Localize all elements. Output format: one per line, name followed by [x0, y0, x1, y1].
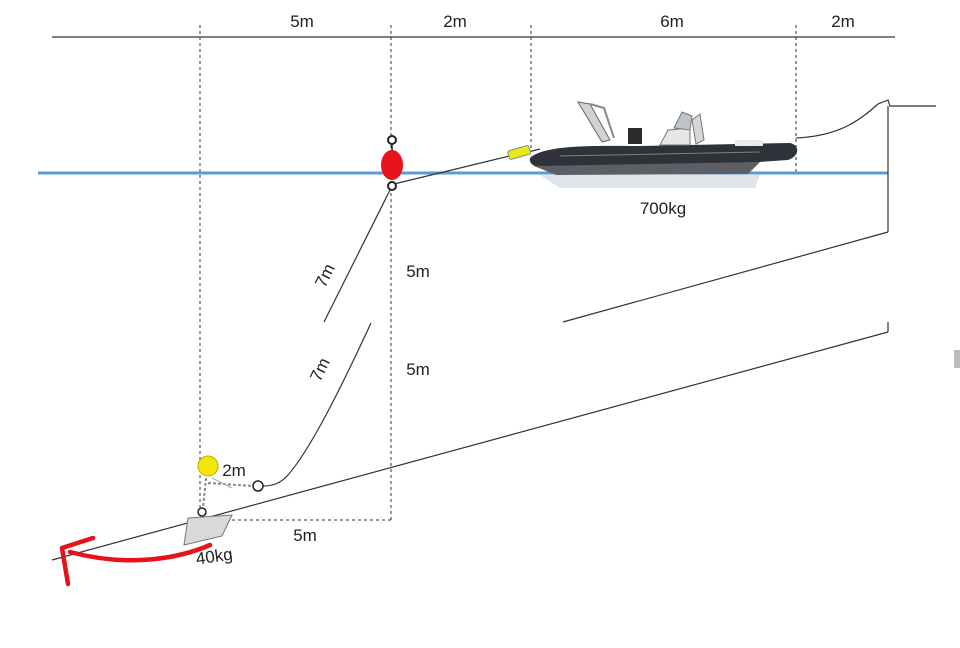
boat-weight-label: 700kg: [640, 199, 686, 218]
anchor-ring: [197, 507, 207, 517]
depth-lower-label: 5m: [406, 360, 430, 379]
rope-upper-label: 7m: [311, 261, 338, 291]
chain-label: 2m: [222, 461, 246, 480]
dim-top-2: 2m: [443, 12, 467, 31]
mooring-line-stern: [795, 99, 936, 139]
chain-link: [211, 477, 233, 489]
rope-lower-label: 7m: [306, 355, 333, 385]
chain-horizontal: [207, 482, 254, 487]
chain-ring: [252, 480, 264, 492]
dim-top-1: 5m: [290, 12, 314, 31]
seabed-lower: [51, 331, 889, 561]
buoy-top-ring: [387, 135, 397, 145]
dim-top-4: 2m: [831, 12, 855, 31]
anchor-weight-label: 40kg: [195, 545, 234, 569]
bow-line: [393, 153, 519, 185]
mooring-buoy-icon: [381, 150, 403, 180]
chain-buoy-icon: [197, 455, 219, 477]
edge-mark: [954, 350, 960, 368]
pull-arrow: [67, 542, 213, 563]
buoy-bottom-ring: [387, 181, 397, 191]
seabed-upper: [562, 231, 889, 323]
riser-rope-upper: [323, 189, 391, 323]
fender-icon: [507, 145, 531, 160]
pull-arrow-head-icon: [59, 535, 96, 587]
dim-top-3: 6m: [660, 12, 684, 31]
riser-rope-lower: [261, 322, 372, 487]
chain-vertical: [202, 477, 207, 509]
bottom-dim-label: 5m: [293, 526, 317, 545]
depth-upper-label: 5m: [406, 262, 430, 281]
boat-icon: [529, 101, 798, 188]
anchor-block-icon: [183, 514, 233, 546]
